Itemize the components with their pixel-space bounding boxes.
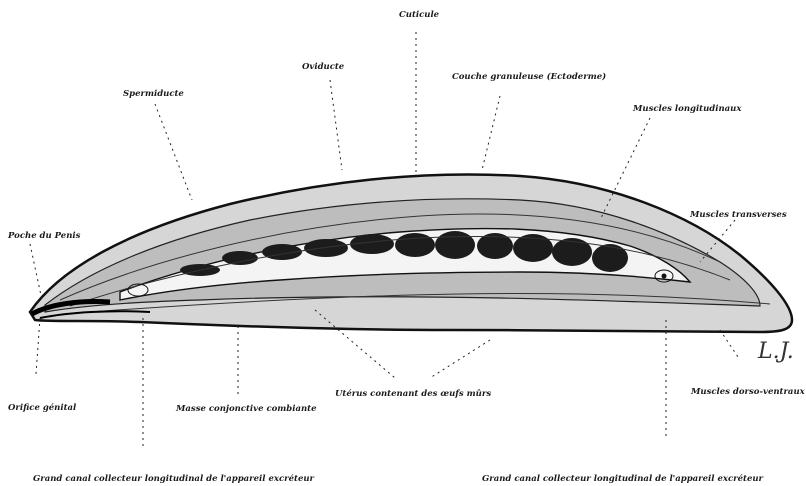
label-couche-granuleuse: Couche granuleuse (Ectoderme) — [452, 71, 606, 82]
artist-signature: L.J. — [757, 339, 794, 364]
label-grand-canal-right: Grand canal collecteur longitudinal de l… — [482, 473, 764, 484]
label-muscles-transverses: Muscles transverses — [689, 210, 787, 220]
label-masse-conjonctive: Masse conjonctive combiante — [175, 404, 317, 414]
label-muscles-dorso-ventraux: Muscles dorso-ventraux — [690, 387, 806, 397]
label-poche-penis: Poche du Penis — [7, 231, 81, 241]
label-orifice-genital: Orifice génital — [8, 402, 77, 413]
label-muscles-longitudinaux: Muscles longitudinaux — [632, 104, 742, 114]
worm-body — [30, 174, 792, 332]
label-uterus: Utérus contenant des œufs mûrs — [335, 388, 491, 399]
label-grand-canal-left: Grand canal collecteur longitudinal de l… — [33, 473, 315, 484]
label-cuticule: Cuticule — [399, 10, 440, 20]
label-spermiducte: Spermiducte — [123, 89, 184, 99]
label-oviducte: Oviducte — [302, 62, 345, 72]
